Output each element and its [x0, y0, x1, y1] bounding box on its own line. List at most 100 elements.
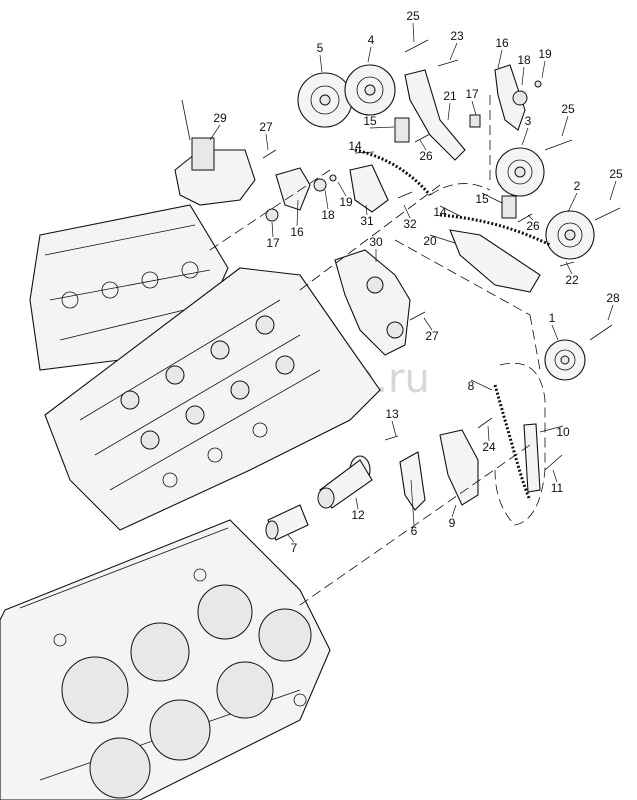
part-3-camshaft-sprocket — [495, 147, 545, 197]
callout-label-c20: 20 — [423, 234, 437, 248]
callout-label-c9: 9 — [449, 516, 456, 530]
part-18-right-washer — [512, 90, 528, 106]
callout-label-c30: 30 — [369, 235, 383, 249]
callout-label-c15b: 15 — [475, 192, 489, 206]
callout-leader-c25b — [561, 115, 569, 137]
callout-leader-c21 — [447, 102, 451, 121]
part-7-sleeve — [265, 504, 309, 541]
part-6-guide — [399, 451, 426, 511]
bolts-group — [262, 39, 621, 471]
callout-label-c26a: 26 — [419, 149, 433, 163]
part-17-left-bushing — [265, 208, 279, 222]
part-9-tensioner-rail — [439, 429, 479, 506]
alignment-lines — [209, 95, 546, 606]
callout-label-c13: 13 — [385, 407, 399, 421]
part-12-intermediate-shaft — [317, 455, 373, 509]
callout-leader-c17a — [471, 100, 477, 116]
callout-leader-c12 — [355, 497, 359, 510]
callout-label-c7: 7 — [291, 541, 298, 555]
part-14-lower-chain — [439, 213, 551, 247]
callout-leader-c14a — [354, 151, 375, 154]
part-1-drive-sprocket — [544, 339, 586, 381]
callout-label-c24: 24 — [482, 440, 496, 454]
callout-leader-c7 — [287, 534, 295, 543]
callout-label-c16b: 16 — [290, 225, 304, 239]
callout-label-c27b: 27 — [425, 329, 439, 343]
callout-leader-c16b — [296, 199, 299, 227]
callout-leader-c1 — [551, 324, 559, 341]
callout-label-c22: 22 — [565, 273, 579, 287]
part-19-right-bolt — [534, 80, 542, 88]
part-30-bracket — [334, 249, 411, 356]
callout-label-c25b: 25 — [561, 102, 575, 116]
callout-labels: 1234567891011121314141515161617171818191… — [209, 9, 623, 555]
callout-label-c4: 4 — [368, 33, 375, 47]
callout-label-c12: 12 — [351, 508, 365, 522]
callout-label-c18b: 18 — [321, 208, 335, 222]
callout-leader-c18a — [521, 66, 525, 86]
callout-leader-c28 — [607, 304, 614, 321]
callout-leader-c11 — [552, 469, 558, 483]
callout-leader-c4 — [367, 46, 372, 63]
cylinder-head-gasket — [0, 519, 331, 800]
callout-leader-c32 — [403, 204, 411, 219]
part-15-upper-sensor — [394, 117, 410, 143]
callout-leader-c8 — [470, 379, 493, 391]
part-10-guide-rail — [523, 423, 541, 493]
callout-leader-c6 — [410, 479, 415, 526]
callout-leader-c14b — [439, 205, 461, 217]
callout-leader-c27b — [423, 317, 433, 331]
callout-leader-c20 — [429, 234, 456, 244]
callout-label-c16a: 16 — [495, 36, 509, 50]
callout-leader-c31 — [365, 204, 368, 216]
callout-label-c14a: 14 — [348, 139, 362, 153]
callout-leader-c19b — [337, 181, 347, 197]
callout-label-c14b: 14 — [433, 205, 447, 219]
callout-label-c26b: 26 — [526, 219, 540, 233]
callout-leader-c18b — [324, 189, 329, 210]
cylinder-head-front — [44, 267, 381, 531]
callout-label-c25c: 25 — [609, 167, 623, 181]
callout-label-c29: 29 — [213, 111, 227, 125]
callout-label-c27a: 27 — [259, 120, 273, 134]
part-16-right-guide — [494, 64, 526, 131]
callout-leader-c23 — [449, 42, 458, 61]
callout-leader-c25c — [609, 180, 617, 201]
callout-label-c32: 32 — [403, 217, 417, 231]
callout-label-c8: 8 — [468, 379, 475, 393]
callout-leader-c19a — [541, 60, 546, 79]
callout-label-c1: 1 — [549, 311, 556, 325]
part-17-right-bushing — [469, 114, 481, 128]
part-20-tensioner-rail — [449, 229, 541, 293]
callout-leader-c26b — [527, 214, 534, 221]
callout-leader-c10 — [539, 425, 564, 433]
callout-label-c10: 10 — [556, 425, 570, 439]
callout-leader-c22 — [565, 261, 573, 275]
callout-leader-c29 — [209, 124, 221, 141]
part-29-pump-bracket — [174, 99, 256, 206]
callout-label-c15a: 15 — [363, 114, 377, 128]
callout-leader-c2 — [567, 192, 578, 213]
callout-leader-c26a — [419, 139, 427, 151]
callout-leader-c25a — [412, 22, 415, 43]
part-2-camshaft-sprocket — [545, 210, 595, 260]
callout-label-c18a: 18 — [517, 53, 531, 67]
callout-label-c23: 23 — [450, 29, 464, 43]
callout-label-c19b: 19 — [339, 195, 353, 209]
callout-leader-c16a — [497, 49, 503, 69]
part-5-camshaft-sprocket — [297, 72, 353, 128]
part-15-lower-sensor — [501, 195, 517, 219]
part-19-left-bolt — [329, 174, 337, 182]
callout-leader-c13 — [391, 420, 397, 437]
callout-label-c3: 3 — [525, 114, 532, 128]
callout-label-c6: 6 — [411, 524, 418, 538]
callout-label-c17b: 17 — [266, 236, 280, 250]
part-18-left-washer — [313, 178, 327, 192]
part-4-camshaft-sprocket — [344, 64, 396, 116]
callout-label-c25a: 25 — [406, 9, 420, 23]
callout-label-c21: 21 — [443, 89, 457, 103]
callout-leader-c17b — [271, 221, 274, 238]
callout-leader-c15a — [369, 126, 395, 129]
callout-label-c5: 5 — [317, 41, 324, 55]
